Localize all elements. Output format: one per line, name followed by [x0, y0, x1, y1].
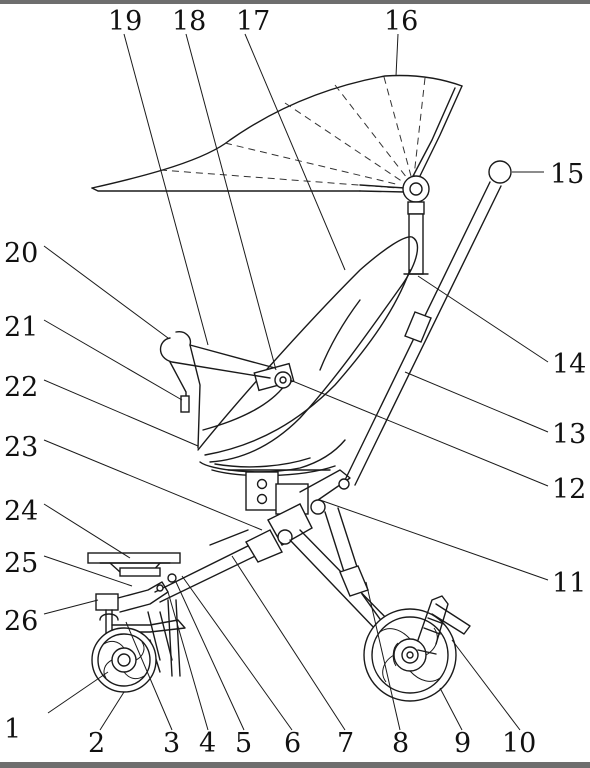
part-labels: 1 2 3 4 5 6 7 8 9 10 11 12 13 14 15 16 1… — [4, 6, 586, 759]
label-26: 26 — [4, 606, 38, 637]
canopy — [91, 74, 463, 193]
bottom-border — [0, 762, 590, 768]
leader-lines — [43, 33, 549, 731]
label-13: 13 — [552, 419, 586, 450]
label-17: 17 — [236, 6, 270, 37]
label-19: 19 — [108, 6, 142, 37]
armrest — [159, 330, 276, 449]
rear-brake — [417, 595, 471, 655]
label-12: 12 — [552, 474, 586, 505]
label-7: 7 — [337, 728, 354, 759]
label-15: 15 — [550, 159, 584, 190]
label-1: 1 — [4, 714, 21, 745]
front-tube — [154, 529, 283, 603]
label-2: 2 — [88, 728, 105, 759]
label-10: 10 — [502, 728, 536, 759]
label-25: 25 — [4, 548, 38, 579]
label-20: 20 — [4, 238, 38, 269]
top-border — [0, 0, 590, 4]
label-16: 16 — [384, 6, 418, 37]
label-3: 3 — [163, 728, 180, 759]
label-24: 24 — [4, 496, 38, 527]
label-4: 4 — [199, 728, 216, 759]
label-9: 9 — [454, 728, 471, 759]
label-14: 14 — [552, 349, 586, 380]
frame-links — [267, 469, 396, 641]
canopy-pole — [403, 213, 429, 275]
label-23: 23 — [4, 432, 38, 463]
label-18: 18 — [172, 6, 206, 37]
front-wheel — [91, 627, 157, 693]
label-5: 5 — [235, 728, 252, 759]
footrest — [87, 552, 181, 577]
label-11: 11 — [552, 568, 586, 599]
front-fork — [95, 573, 186, 677]
push-handle — [344, 160, 512, 486]
seat-hinge — [253, 362, 295, 392]
label-21: 21 — [4, 312, 38, 343]
label-8: 8 — [392, 728, 409, 759]
seat — [197, 236, 419, 477]
label-22: 22 — [4, 372, 38, 403]
canopy-hinge — [402, 175, 430, 215]
seat-mount — [245, 471, 309, 515]
label-6: 6 — [284, 728, 301, 759]
